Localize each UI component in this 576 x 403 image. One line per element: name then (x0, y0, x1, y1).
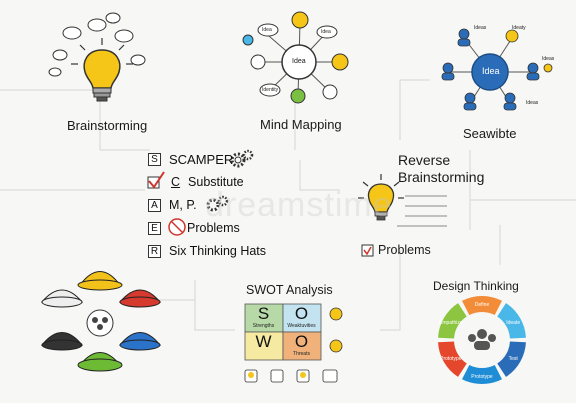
scamper-row-e: E Problems (148, 221, 240, 235)
swot-word: Threats (293, 351, 310, 357)
swot-cell-opportunities: O Weaktuvities (283, 305, 320, 332)
design-segment (497, 341, 526, 377)
design-segment (462, 296, 502, 316)
seawibte-node-4: Ideas (526, 100, 539, 106)
problems-checkbox-icon (361, 244, 374, 257)
no-entry-icon (168, 218, 186, 236)
scamper-letter-c: C (171, 175, 181, 189)
swot-letter: O (294, 332, 309, 351)
connector-right-top (399, 79, 430, 140)
swot-cell-strengths: S Strengths (245, 305, 282, 332)
mindmap-bubble-2: Idea (321, 29, 331, 35)
connector-right-bottom (380, 250, 401, 331)
reverse-title-line1: Reverse (398, 152, 451, 168)
check-mark-icon (147, 171, 165, 189)
mindmap-center-label: Idea (292, 58, 306, 65)
scamper-letter-r: R (148, 244, 161, 258)
reverse-title-line2: Brainstorming (398, 169, 485, 185)
scamper-row-s: S SCAMPER (148, 152, 233, 167)
design-thinking-title: Design Thinking (433, 279, 519, 293)
connector-right-mid (469, 150, 576, 230)
design-segment-label: Prototype (471, 374, 493, 380)
swot-title: SWOT Analysis (246, 283, 333, 297)
design-segment (462, 364, 502, 384)
swot-side-icons (244, 307, 343, 383)
connector-lines (0, 55, 576, 331)
seawibte-title: Seawibte (463, 126, 517, 141)
scamper-substitute: Substitute (188, 175, 244, 189)
mindmap-bubble-3: Identity (262, 87, 279, 93)
swot-word: Weaktuvities (287, 323, 316, 329)
design-segment-label: Test (509, 356, 519, 362)
gear-icon-small (206, 195, 229, 212)
design-thinking-cycle-icon: DefineIdeateTestPrototypePrototypeEmpath… (438, 296, 526, 384)
brainstorming-lightbulb-icon (48, 12, 146, 102)
swot-cell-threats: O Threats (283, 333, 320, 360)
scamper-letter-e: E (148, 221, 161, 235)
reverse-brainstorming-lightbulb-icon (358, 174, 447, 227)
scamper-letter-s: S (148, 153, 161, 166)
swot-grid (244, 303, 322, 361)
swot-letter: W (255, 332, 272, 351)
scamper-mp: M, P. (169, 198, 197, 212)
scamper-row-c: C Substitute (171, 175, 244, 189)
design-segment-label: Define (475, 302, 490, 308)
mind-map-network-icon (242, 11, 349, 104)
reverse-problems-label: Problems (378, 243, 431, 257)
swot-cell-weaknesses: W (245, 333, 282, 360)
seawibte-center-label: Idea (482, 66, 500, 76)
scamper-letter-a: A (148, 198, 161, 212)
scamper-problems: Problems (187, 221, 240, 235)
seawibte-node-2: Ideaty (512, 25, 526, 31)
brainstorming-title: Brainstorming (67, 118, 148, 133)
connector-left-top (0, 55, 150, 151)
design-segment (438, 303, 467, 339)
watermark-text: dreamstime (205, 186, 393, 224)
team-icon (468, 329, 496, 350)
scamper-six-hats: Six Thinking Hats (169, 244, 267, 258)
swot-letter: S (257, 304, 270, 323)
design-segment-label: Empathize (439, 320, 463, 326)
scamper-title: SCAMPER (169, 152, 234, 167)
seawibte-node-1: Ideas (474, 25, 487, 31)
gear-icon (230, 149, 254, 168)
design-segment-label: Prototype (440, 356, 462, 362)
scamper-row-r: R Six Thinking Hats (148, 244, 266, 258)
swot-word: Strengths (252, 323, 275, 329)
mindmap-bubble-1: Idea (262, 27, 272, 33)
seawibte-node-3: Ideas (542, 56, 555, 62)
connector-left-bottom (194, 280, 235, 331)
design-segment (497, 303, 526, 339)
scamper-row-a: A M, P. (148, 198, 197, 212)
six-thinking-hats-icon (40, 271, 162, 372)
swot-letter: O (294, 304, 309, 323)
seawibte-people-network-icon (441, 28, 553, 111)
design-segment (438, 341, 467, 377)
mind-mapping-title: Mind Mapping (260, 117, 342, 132)
design-segment-label: Ideate (506, 320, 520, 326)
connector-center-mid (299, 160, 340, 191)
